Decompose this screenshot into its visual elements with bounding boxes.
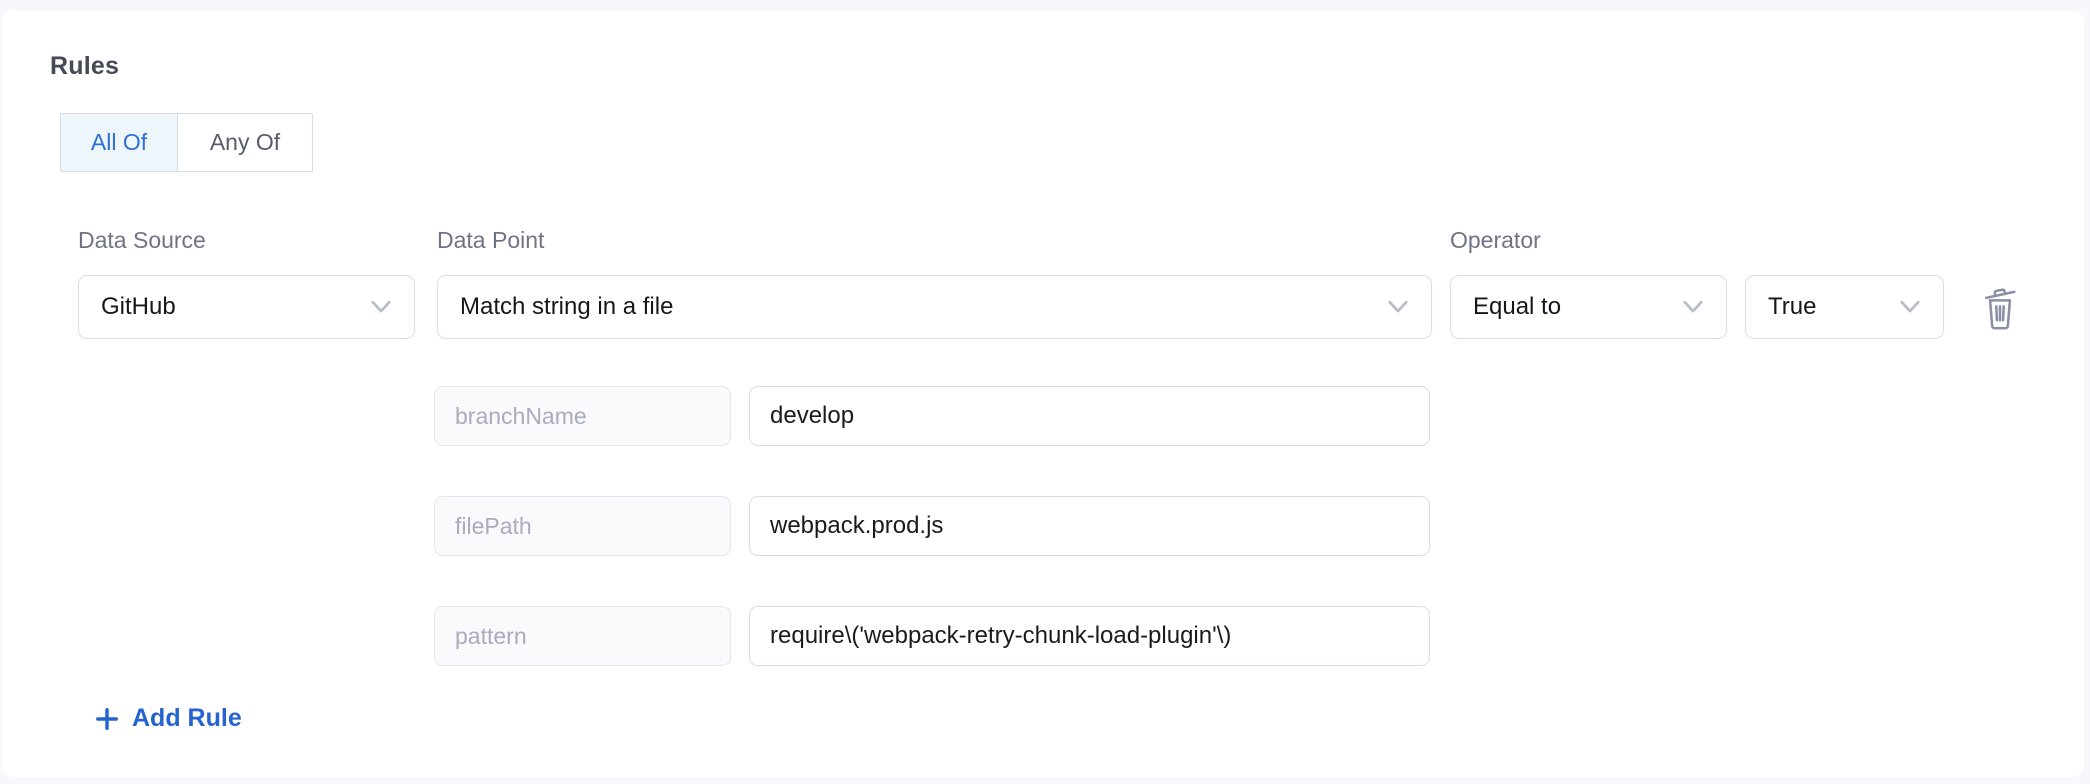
param-key-pattern: pattern (434, 606, 731, 666)
operator-label: Operator (1450, 227, 1541, 253)
add-rule-button[interactable]: Add Rule (94, 704, 242, 733)
toggle-all-of[interactable]: All Of (61, 114, 178, 171)
chevron-down-icon (371, 300, 391, 313)
param-key-filepath: filePath (434, 496, 731, 556)
data-source-label: Data Source (78, 227, 206, 253)
match-mode-toggle: All Of Any Of (60, 113, 313, 172)
param-value-branchname-input[interactable] (749, 386, 1430, 446)
param-value-pattern-input[interactable] (749, 606, 1430, 666)
chevron-down-icon (1900, 300, 1920, 313)
operand-select[interactable]: True (1745, 275, 1944, 339)
add-rule-label: Add Rule (132, 704, 242, 732)
chevron-down-icon (1683, 300, 1703, 313)
plus-icon (96, 707, 118, 730)
chevron-down-icon (1388, 300, 1408, 313)
delete-rule-button[interactable] (1978, 280, 2022, 334)
param-value-filepath-input[interactable] (749, 496, 1430, 556)
rules-card: Rules All Of Any Of Data Source Data Poi… (2, 10, 2084, 777)
trash-icon (1984, 288, 2016, 330)
toggle-any-of[interactable]: Any Of (178, 114, 312, 171)
operator-select[interactable]: Equal to (1450, 275, 1727, 339)
data-source-select[interactable]: GitHub (78, 275, 415, 339)
param-key-branchname: branchName (434, 386, 731, 446)
data-point-value: Match string in a file (460, 293, 674, 320)
data-source-value: GitHub (101, 293, 176, 320)
operand-value: True (1768, 293, 1817, 320)
data-point-label: Data Point (437, 227, 545, 253)
data-point-select[interactable]: Match string in a file (437, 275, 1432, 339)
operator-value: Equal to (1473, 293, 1562, 320)
rules-title: Rules (50, 52, 120, 80)
